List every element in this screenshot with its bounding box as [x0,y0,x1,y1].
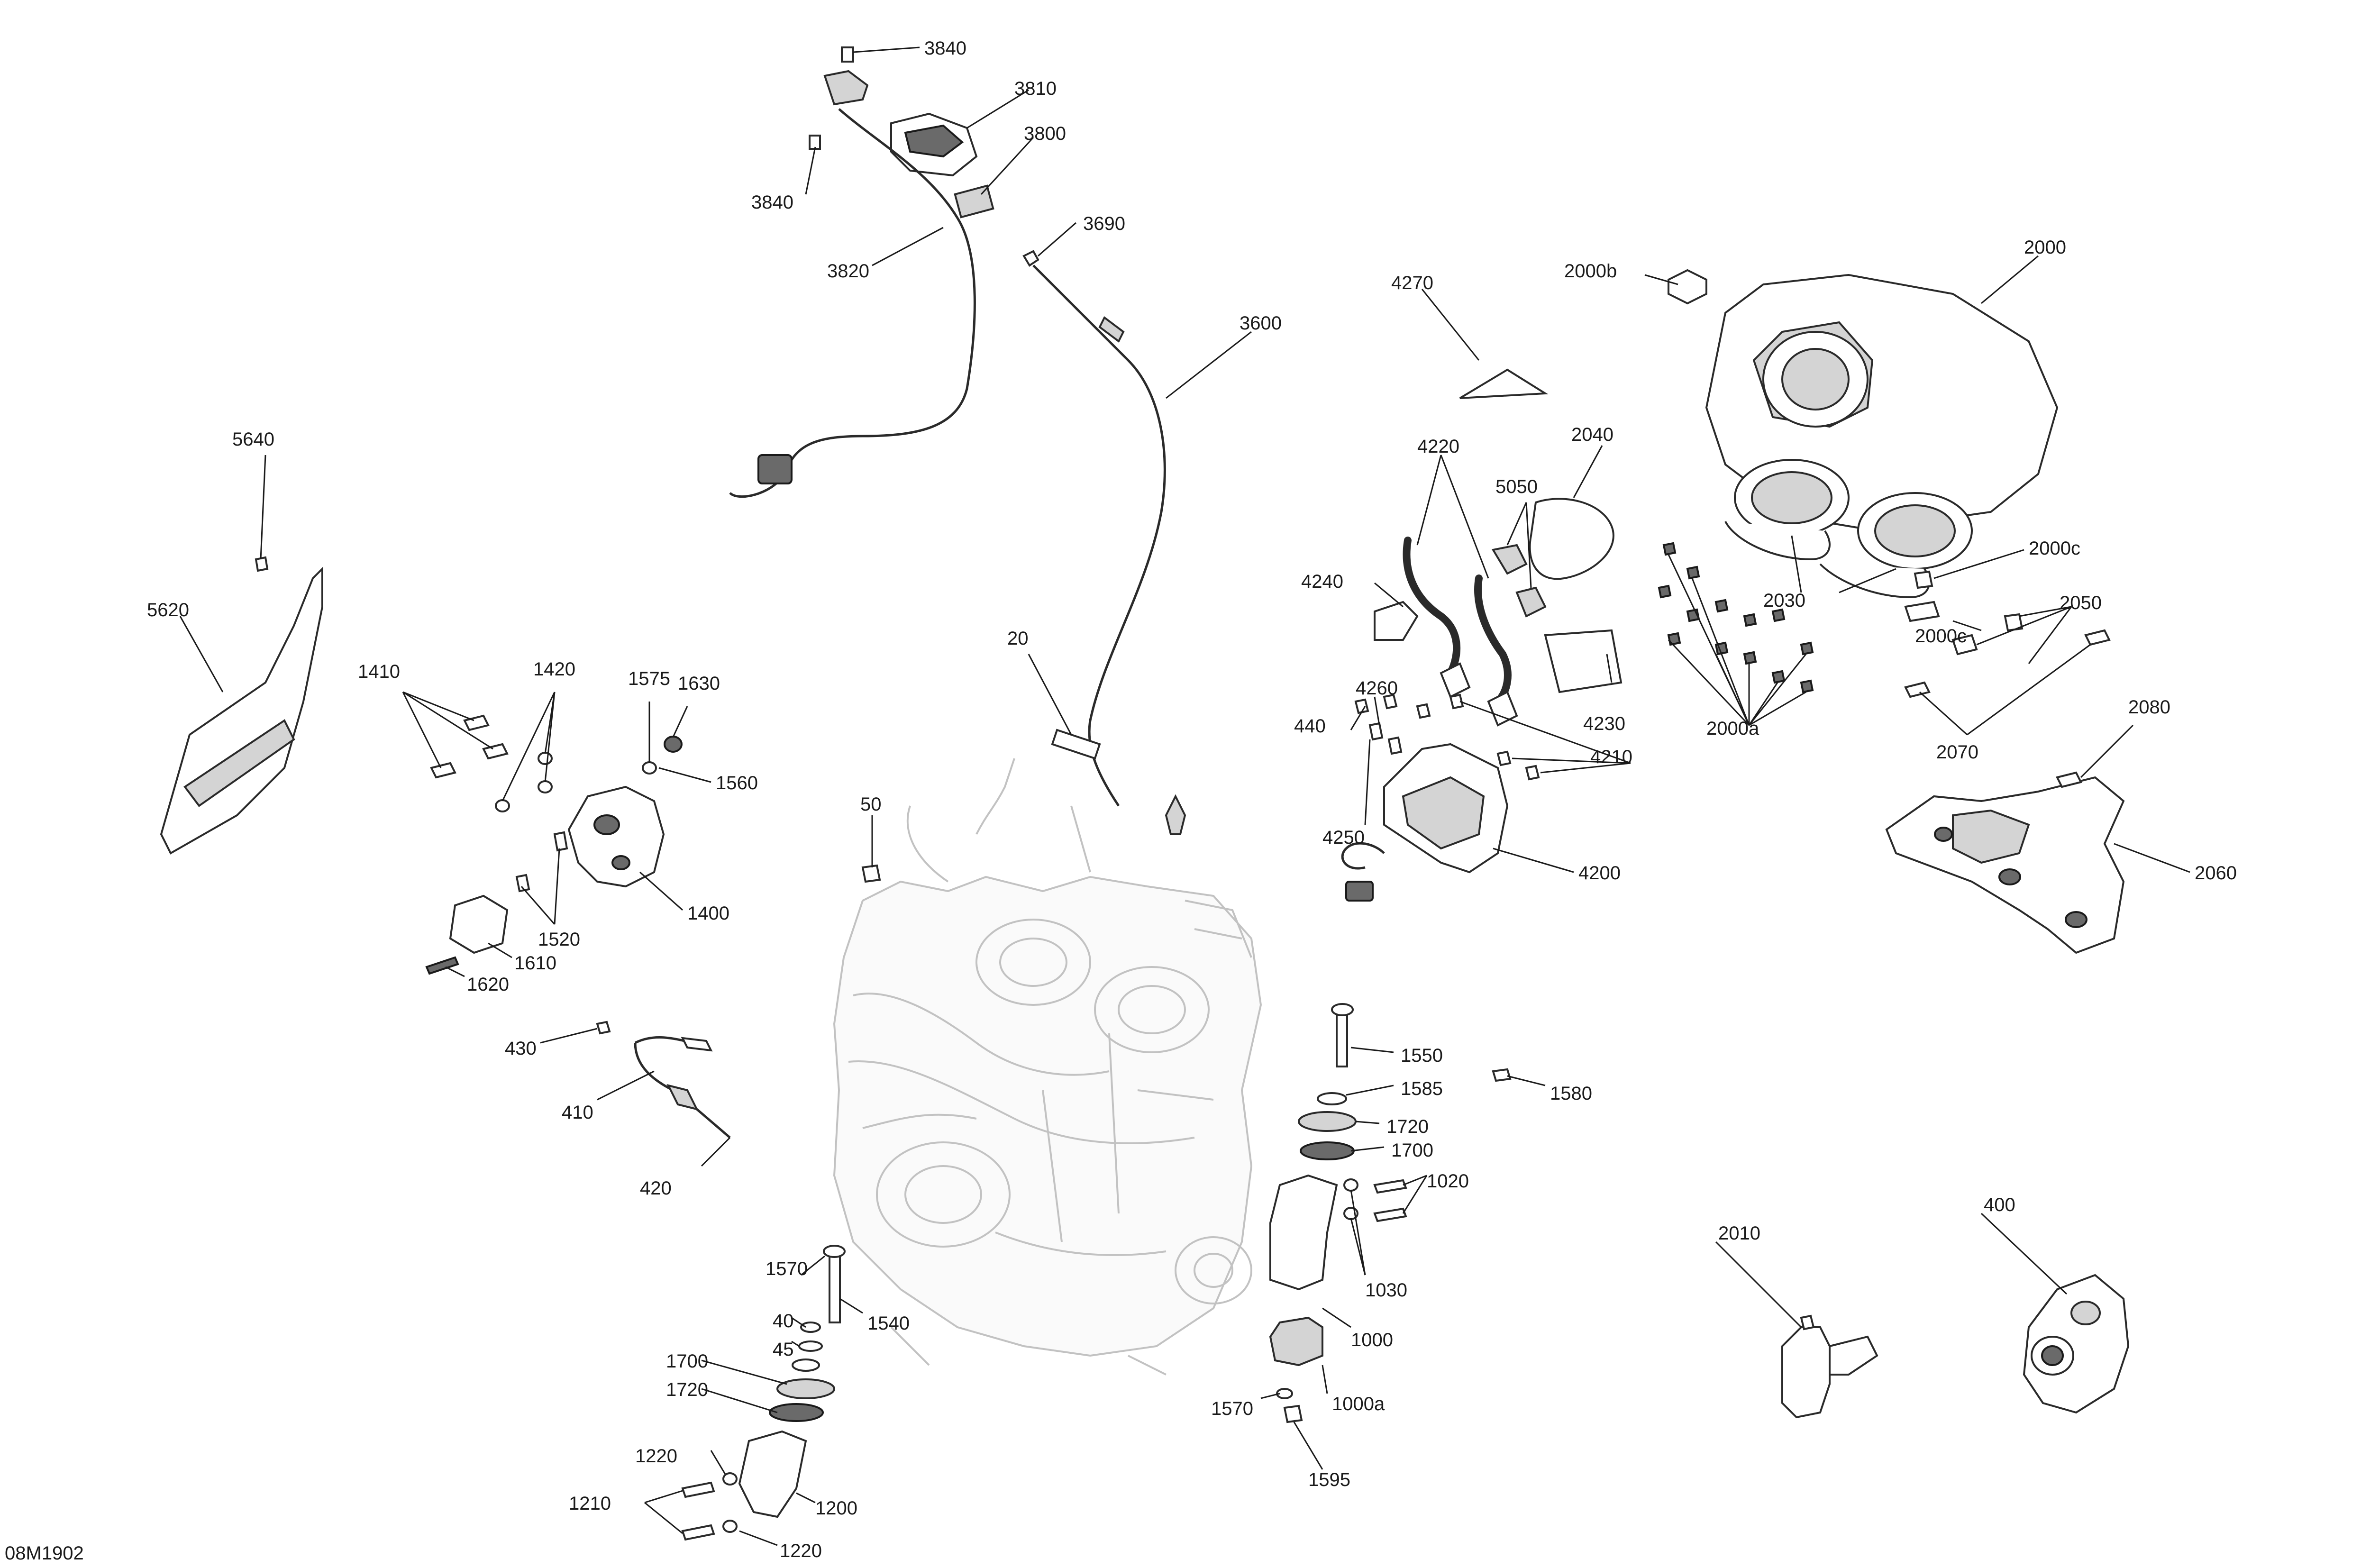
callout-1020: 1020 [1427,1171,1469,1192]
callout-4270: 4270 [1391,273,1433,293]
sensor-410 [596,1021,731,1139]
callout-1630: 1630 [678,673,720,694]
callout-2000c-right: 2000c [2029,538,2080,559]
callout-2000: 2000 [2024,237,2066,258]
engine-mount-1400 [425,714,683,975]
callout-1220-lower: 1220 [780,1541,822,1561]
callout-4220: 4220 [1417,436,1459,457]
callout-1575: 1575 [628,668,670,689]
callout-4200: 4200 [1578,863,1621,884]
part-2010-and-400 [1781,1274,2130,1419]
callout-3840-left: 3840 [751,192,793,213]
callout-2030: 2030 [1763,590,1805,611]
ignition-coils-4220 [1374,368,1623,727]
callout-4240: 4240 [1301,571,1343,592]
callout-50: 50 [860,794,882,815]
callout-1030: 1030 [1365,1280,1407,1301]
callout-420: 420 [640,1178,672,1199]
callout-440: 440 [1294,716,1326,737]
airbox-2000 [1668,269,2111,698]
bracket-2060 [1885,771,2125,954]
callout-410: 410 [562,1102,593,1123]
callout-3820: 3820 [827,261,869,282]
engine-assembly-ghost [833,758,1262,1376]
callout-1000a: 1000a [1332,1394,1385,1414]
callout-2040: 2040 [1571,424,1613,445]
callout-45: 45 [773,1339,794,1360]
callout-4260: 4260 [1356,678,1398,699]
callout-2060: 2060 [2195,863,2237,884]
clips-2000a [1658,542,1814,693]
callout-1720-lower: 1720 [666,1379,708,1400]
callout-4230: 4230 [1583,713,1625,734]
diagram-code: 08M1902 [5,1543,84,1564]
mount-stack-1200 [681,1245,846,1541]
side-panel-5620 [160,556,323,855]
callout-1580: 1580 [1550,1083,1592,1104]
callout-1720-upper: 1720 [1386,1116,1429,1137]
callout-1700-upper: 1700 [1391,1140,1433,1161]
callout-1000: 1000 [1351,1330,1393,1350]
cable-3600 [1022,250,1186,835]
callout-20: 20 [1007,628,1029,649]
callout-2000c-lower: 2000c [1915,626,1967,647]
callout-5050: 5050 [1495,476,1538,497]
callout-3690: 3690 [1083,213,1125,234]
callout-2080: 2080 [2128,697,2170,718]
callout-3840-top: 3840 [924,38,966,59]
callout-1210: 1210 [569,1493,611,1514]
callout-3600: 3600 [1240,313,1282,334]
callout-1570-upper: 1570 [766,1258,808,1279]
leader-lines [179,46,2190,1546]
callout-5640: 5640 [232,429,274,450]
callout-1220-upper: 1220 [635,1446,677,1467]
callout-1400: 1400 [687,903,729,924]
callout-1700-lower: 1700 [666,1351,708,1372]
callout-3800: 3800 [1024,123,1066,144]
callout-4210: 4210 [1590,747,1632,767]
callout-1595: 1595 [1308,1469,1350,1490]
callout-1540: 1540 [867,1313,910,1334]
callout-4250: 4250 [1322,827,1365,848]
callout-430: 430 [505,1038,537,1059]
callout-1570-lower: 1570 [1211,1398,1253,1419]
callout-40: 40 [773,1311,794,1331]
callout-1410: 1410 [358,661,400,682]
callout-1560: 1560 [716,773,758,793]
callout-1610: 1610 [514,953,556,974]
callout-1620: 1620 [467,974,509,995]
callout-2000a: 2000a [1706,718,1759,739]
callout-2050: 2050 [2060,593,2102,613]
sensor-bracket-assembly [729,46,994,498]
callout-3810: 3810 [1014,78,1057,99]
callout-5620: 5620 [147,600,189,620]
ignition-box-4200 [1341,693,1540,902]
callout-2070: 2070 [1936,742,1978,763]
callout-2000b: 2000b [1564,261,1617,282]
small-parts-20-50 [861,729,1101,883]
callout-1550: 1550 [1401,1045,1443,1066]
callout-1200: 1200 [815,1498,857,1519]
callout-1420: 1420 [533,659,575,680]
callout-labels: 3840 3810 3800 3840 3690 3820 3600 4270 … [5,38,2237,1564]
callout-2010: 2010 [1718,1223,1760,1244]
callout-1585: 1585 [1401,1078,1443,1099]
callout-1520: 1520 [538,929,580,950]
mount-stack-1550 [1269,1003,1512,1423]
callout-400: 400 [1984,1194,2015,1215]
